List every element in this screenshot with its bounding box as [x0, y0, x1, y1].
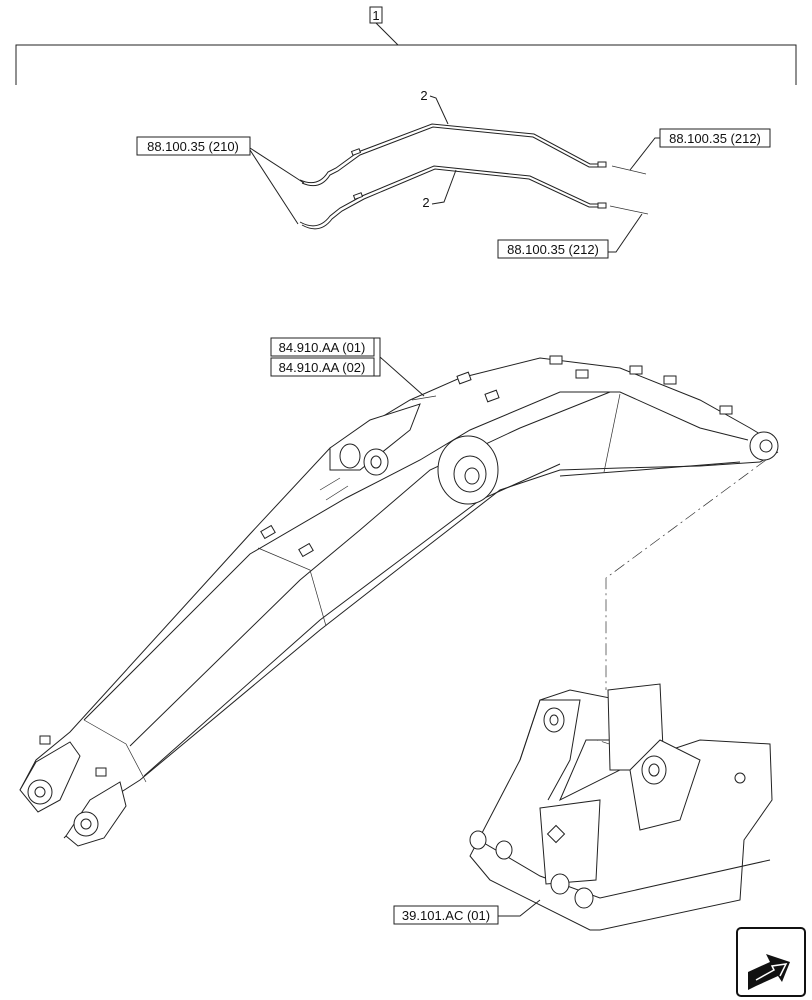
item-number-top: 2 — [420, 88, 427, 103]
boom-drawing — [19, 355, 779, 847]
boom-ref-callouts[interactable]: 84.910.AA (01) 84.910.AA (02) — [270, 337, 425, 397]
ref-left-label: 88.100.35 (210) — [147, 139, 239, 154]
item-callout-bottom: 2 — [422, 169, 457, 210]
mount-ref-callout[interactable]: 39.101.AC (01) — [393, 899, 541, 925]
group-number: 1 — [372, 8, 379, 23]
boom-ref-2-label: 84.910.AA (02) — [279, 360, 366, 375]
hydraulic-lines — [299, 123, 649, 230]
ref-right-top-label: 88.100.35 (212) — [669, 131, 761, 146]
next-page-arrow-icon[interactable] — [736, 927, 806, 997]
centerline — [605, 459, 767, 690]
boom-ref-1-label: 84.910.AA (01) — [279, 340, 366, 355]
ref-right-bottom-label: 88.100.35 (212) — [507, 242, 599, 257]
mount-ref-label: 39.101.AC (01) — [402, 908, 490, 923]
ref-right-top-callout[interactable]: 88.100.35 (212) — [629, 128, 771, 171]
group-callout: 1 — [15, 6, 797, 85]
item-callout-top: 2 — [420, 88, 449, 125]
item-number-bottom: 2 — [422, 195, 429, 210]
ref-right-bottom-callout[interactable]: 88.100.35 (212) — [497, 213, 643, 259]
mount-bracket — [469, 683, 773, 931]
ref-left-callout[interactable]: 88.100.35 (210) — [136, 136, 305, 225]
